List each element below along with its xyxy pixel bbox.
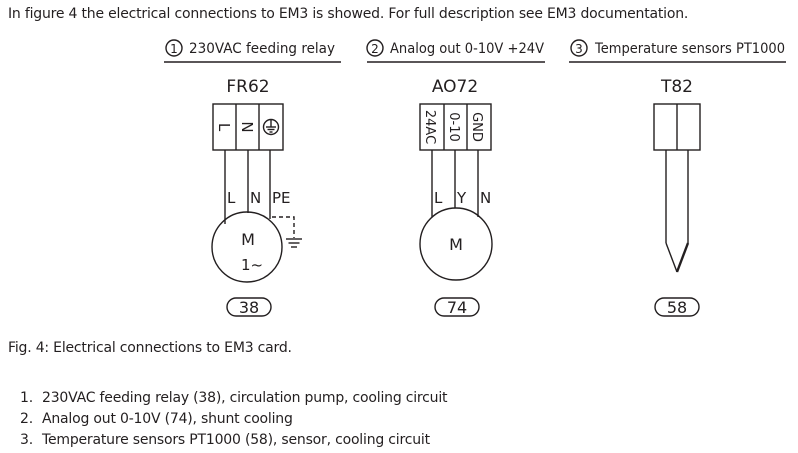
badge-58: 58 <box>667 298 687 317</box>
badge-38: 38 <box>239 298 259 317</box>
motor-74-label: M <box>449 235 463 254</box>
group-3-heading <box>569 39 786 63</box>
terminal-block-t82 <box>653 103 701 151</box>
terminal-name-t82: T82 <box>660 77 693 97</box>
list-item-text: 230VAC feeding relay (38), circulation p… <box>42 390 448 406</box>
connection-list: 1. 230VAC feeding relay (38), circulation… <box>20 388 448 451</box>
heading-1: 230VAC feeding relay <box>189 41 335 57</box>
terminal-name-ao72: AO72 <box>432 77 478 97</box>
number-circle-3 <box>570 39 588 57</box>
intro-text: In figure 4 the electrical connections t… <box>8 6 689 22</box>
number-2: 2 <box>371 42 379 56</box>
group-2-heading <box>366 39 545 63</box>
wires-fr62 <box>224 150 271 224</box>
group-1-heading <box>164 39 341 63</box>
motor-38-sub-label: 1~ <box>241 256 263 274</box>
number-circle-1 <box>165 39 183 57</box>
list-item-text: Temperature sensors PT1000 (58), sensor,… <box>42 432 430 448</box>
list-item-number: 2. <box>20 411 33 427</box>
sensor-58 <box>665 150 690 273</box>
fr62-cell-label-n: N <box>238 121 256 132</box>
terminal-name-fr62: FR62 <box>226 77 269 97</box>
ground-icon <box>286 238 302 248</box>
motor-74 <box>419 207 493 281</box>
pe-ground-connection <box>272 216 302 248</box>
fr62-cell-label-l: L <box>215 123 233 132</box>
badge-58-frame <box>654 297 700 317</box>
list-item-number: 1. <box>20 390 33 406</box>
wire-label-l: L <box>434 189 443 207</box>
list-item: 2. Analog out 0-10V (74), shunt cooling <box>20 409 447 430</box>
list-item-number: 3. <box>20 432 33 448</box>
motor-38 <box>211 211 283 283</box>
wire-label-y: Y <box>456 189 467 207</box>
badge-74: 74 <box>447 298 467 317</box>
list-item: 1. 230VAC feeding relay (38), circulation… <box>20 388 448 409</box>
heading-2: Analog out 0-10V +24V <box>390 41 544 57</box>
number-1: 1 <box>170 42 178 56</box>
figure-caption: Fig. 4: Electrical connections to EM3 ca… <box>8 340 292 356</box>
wire-label-l: L <box>227 189 236 207</box>
badge-74-frame <box>434 297 480 317</box>
motor-38-label: M <box>241 230 255 249</box>
ao72-cell-label-gnd: GND <box>469 112 484 142</box>
ao72-cell-label-0-10: 0-10 <box>446 112 461 142</box>
number-circle-2 <box>366 39 384 57</box>
ao72-cell-label-24ac: 24AC <box>422 110 437 144</box>
number-3: 3 <box>575 42 583 56</box>
wires-ao72 <box>431 150 479 217</box>
list-item: 3. Temperature sensors PT1000 (58), senso… <box>20 430 447 451</box>
heading-3: Temperature sensors PT1000 <box>594 41 785 57</box>
badge-38-frame <box>226 297 272 317</box>
wire-label-n: N <box>250 189 261 207</box>
wire-label-n: N <box>480 189 491 207</box>
list-item-text: Analog out 0-10V (74), shunt cooling <box>42 411 293 427</box>
earth-icon <box>262 118 280 136</box>
wire-label-pe: PE <box>272 189 291 207</box>
